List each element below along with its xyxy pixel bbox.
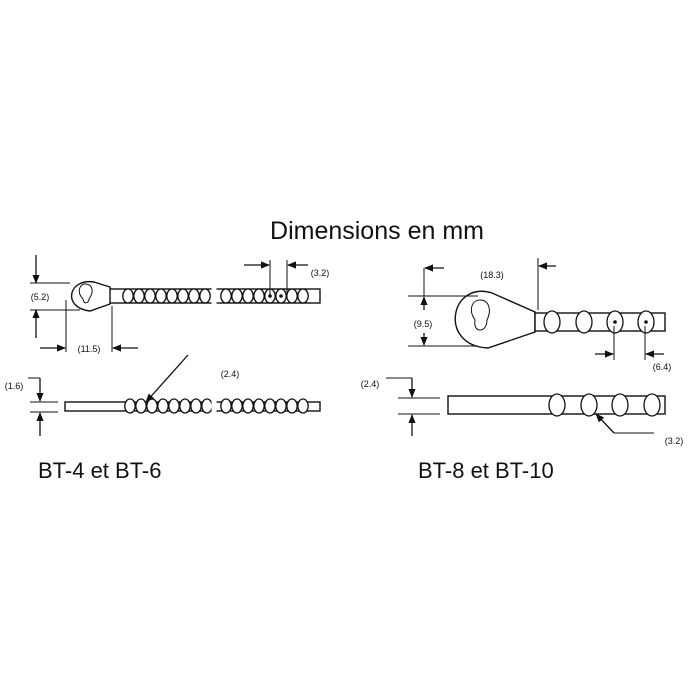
bt8-head-length-label: (18.3)	[480, 270, 504, 280]
bead-center-dot	[644, 320, 648, 324]
bead	[199, 288, 211, 304]
bead	[297, 398, 309, 414]
bt8-bead-pitch-label: (6.4)	[653, 362, 672, 372]
bt8-side-bead-row	[548, 393, 661, 417]
bead	[179, 398, 191, 414]
bead	[264, 398, 276, 414]
bead	[253, 398, 265, 414]
bt4-keyhole	[78, 283, 93, 304]
bead	[242, 398, 254, 414]
bt4-bead-diameter-label: (2.4)	[221, 369, 240, 379]
bead	[286, 288, 298, 304]
bt4-bead-row	[122, 288, 309, 304]
bt8-head	[454, 290, 536, 349]
bead	[220, 398, 232, 414]
bead	[242, 288, 254, 304]
bt8-keyhole	[470, 299, 490, 331]
bead	[611, 393, 629, 417]
bead	[643, 393, 661, 417]
bead	[548, 393, 566, 417]
bead	[188, 288, 200, 304]
bead	[124, 398, 136, 414]
bead	[201, 398, 213, 414]
bead	[231, 288, 243, 304]
bead-center-dot	[279, 294, 283, 298]
bead	[157, 398, 169, 414]
bead	[220, 288, 232, 304]
bt8-strap	[534, 312, 666, 332]
bead	[580, 393, 598, 417]
bt4-top-view: (5.2) (11.5) (3.2)	[30, 255, 329, 354]
bt4-bead-pitch-label: (3.2)	[311, 268, 330, 278]
bead	[190, 398, 202, 414]
bt4-head-length-label: (11.5)	[78, 344, 101, 354]
bt4-side-view: (1.6) (2.4)	[5, 354, 321, 436]
bead	[146, 398, 158, 414]
bead	[168, 398, 180, 414]
bead-center-dot	[613, 320, 617, 324]
bead	[133, 288, 145, 304]
bt8-side-view: (2.4) (3.2)	[361, 377, 684, 446]
bead	[177, 288, 189, 304]
bead	[253, 288, 265, 304]
bead	[286, 398, 298, 414]
bt4-head-height-label: (5.2)	[31, 292, 50, 302]
bt8-bead-diameter-label: (3.2)	[665, 436, 684, 446]
bt8-top-view: (18.3) (9.5) (6.4)	[408, 258, 671, 372]
drawing-title: Dimensions en mm	[270, 217, 484, 245]
bead	[575, 310, 593, 334]
bt4-model-label: BT-4 et BT-6	[38, 458, 162, 483]
bead	[135, 398, 147, 414]
bt4-thickness-label: (1.6)	[5, 381, 24, 391]
bead	[297, 288, 309, 304]
bt8-bead-row	[543, 310, 655, 334]
bead	[122, 288, 134, 304]
bt4-side-bead-row	[124, 398, 309, 414]
bt8-model-label: BT-8 et BT-10	[418, 458, 554, 483]
bead	[144, 288, 156, 304]
bead	[275, 398, 287, 414]
bead	[155, 288, 167, 304]
bead	[543, 310, 561, 334]
bt8-head-height-label: (9.5)	[414, 319, 433, 329]
bead	[166, 288, 178, 304]
bt4-head	[71, 281, 113, 312]
bt8-thickness-label: (2.4)	[361, 379, 380, 389]
bead	[231, 398, 243, 414]
